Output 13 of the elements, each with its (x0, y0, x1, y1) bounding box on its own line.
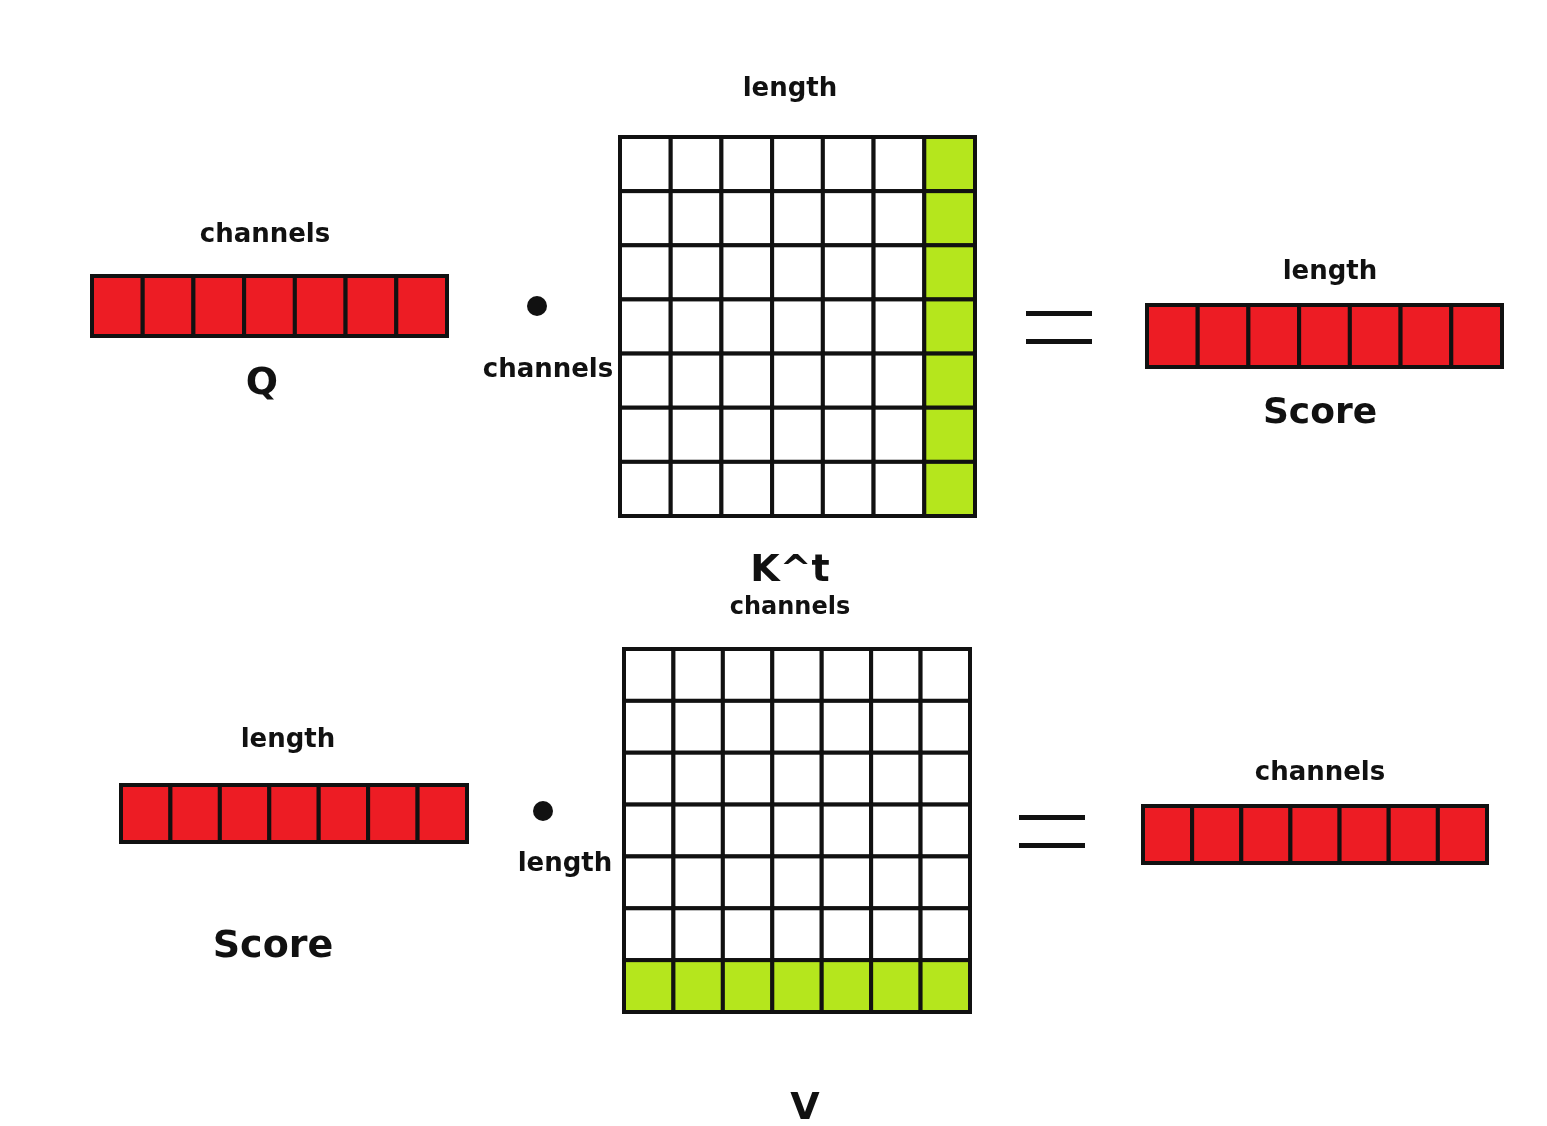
matrix-label: Score (1262, 389, 1378, 431)
matrix-label: Q (245, 359, 279, 403)
axis-label: length (240, 723, 336, 753)
axis-label: length (517, 847, 613, 877)
matrix-label: K^t (750, 546, 830, 590)
matrix-label: V (790, 1084, 820, 1126)
axis-label: channels (729, 592, 851, 620)
axis-label: length (1282, 255, 1378, 285)
axis-label: length (742, 72, 838, 102)
matrix-label: Score (212, 922, 334, 966)
axis-label: channels (199, 218, 331, 248)
axis-label: channels (482, 353, 614, 383)
axis-label: channels (1254, 756, 1386, 786)
